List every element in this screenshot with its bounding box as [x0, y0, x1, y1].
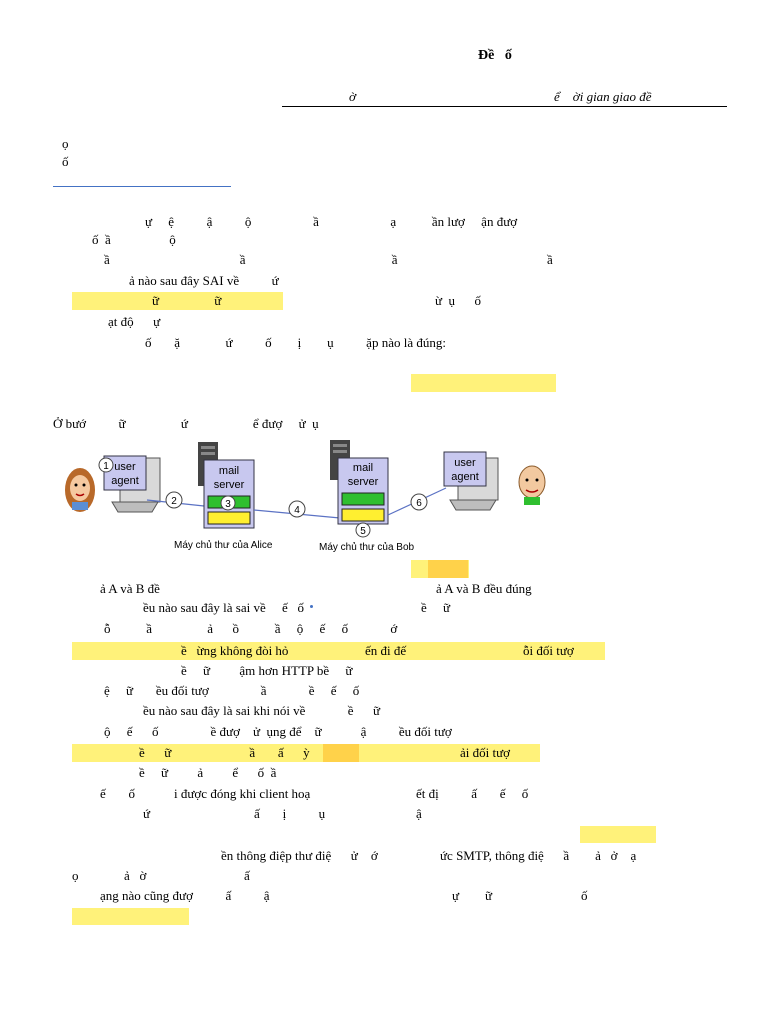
user-agent-left-label-2: agent	[111, 475, 139, 487]
text-line: ả nào sau đây SAI về ứ	[129, 273, 279, 288]
sender-person-icon	[65, 468, 95, 512]
text-line: ố ầ ộ	[92, 232, 176, 247]
user-agent-right-label-2: agent	[451, 471, 479, 483]
info-line-2: ố	[62, 154, 69, 169]
step-6: 6	[416, 498, 422, 509]
answer-highlight	[411, 374, 556, 392]
text-line: ữ ữ	[152, 293, 222, 308]
answer-highlight	[580, 826, 656, 843]
text-line: ức SMTP, thông điệ ầ ả ở ạ	[440, 848, 637, 863]
step-2: 2	[171, 496, 177, 507]
header-rule	[282, 106, 727, 107]
answer-highlight-inner	[428, 560, 468, 578]
answer-highlight-inner	[323, 744, 359, 762]
server-left-label-2: server	[214, 479, 245, 491]
text-line: ả A và B đều đúng	[436, 581, 532, 596]
document-title: Đề ố	[478, 48, 512, 63]
answer-highlight	[72, 292, 283, 310]
info-underline	[53, 186, 231, 187]
answer-highlight	[72, 744, 540, 762]
answer-highlight	[72, 642, 605, 660]
receiver-person-icon	[518, 465, 546, 505]
header-subtitle-right: ể ời gian giao đề	[554, 89, 652, 104]
blue-dot	[310, 605, 313, 608]
user-agent-left-label-1: user	[114, 461, 136, 473]
step-5: 5	[360, 526, 366, 537]
text-line: ền thông điệp thư điệ ử ớ	[221, 848, 378, 863]
server-left-label-1: mail	[219, 465, 239, 477]
text-line: ậ	[416, 806, 422, 821]
text-line: ỗi đối tượ	[523, 643, 574, 658]
info-line-1: ọ	[62, 136, 69, 151]
text-line: ệ ữ ều đối tượ ầ ề ế ố	[104, 683, 360, 698]
text-line: ộ ế ố ề đượ ử ụng để ữ ậ ều đối tượ	[104, 724, 452, 739]
text-line: ỗ ầ ả ồ ầ ộ ế ố ớ	[104, 621, 398, 636]
text-line: ố ặ ứ ố ị ụ ặp nào là đúng:	[145, 335, 446, 350]
text-line: ề ữ ậm hơn HTTP bề ữ	[181, 663, 353, 678]
text-line: ấ	[244, 868, 250, 883]
text-line: ầ ầ ầ ầ	[104, 252, 553, 267]
text-line: ố	[581, 888, 588, 903]
step-1: 1	[103, 461, 109, 472]
text-line: ề ừng không đòi hỏ	[181, 643, 289, 658]
step-3: 3	[225, 499, 231, 510]
header-subtitle-left: ờ	[349, 89, 356, 104]
caption-bob: Máy chủ thư của Bob	[319, 541, 415, 553]
text-line: ều nào sau đây là sai khi nói về ề ữ	[143, 703, 381, 718]
text-line: ều nào sau đây là sai về ế ố ề ữ	[143, 600, 451, 615]
answer-highlight	[72, 908, 189, 925]
text-line: ề ữ ầ ấ ỳ	[139, 745, 310, 760]
text-line: ến đi đế	[365, 643, 407, 658]
server-right-label-2: server	[348, 476, 379, 488]
text-line: ạng nào cũng đượ ấ ậ	[100, 888, 270, 903]
text-line: ế ố i được đóng khi client hoạ	[100, 786, 311, 801]
caption-alice: Máy chủ thư của Alice	[174, 539, 273, 551]
server-right-label-1: mail	[353, 462, 373, 474]
text-line: ứ ấ ị ụ	[143, 806, 326, 821]
text-line: ạt độ ự	[108, 314, 161, 329]
smtp-diagram: user agent 1 2 mail server 3 Máy chủ thư…	[65, 440, 546, 553]
text-line: ự ữ	[452, 888, 493, 903]
text-line: ọ ả ờ	[72, 868, 147, 883]
text-line: Ở bướ ữ ứ ể đượ ử ụ	[53, 416, 319, 431]
user-agent-right-label-1: user	[454, 457, 476, 469]
text-line: ết đị ấ ế ố	[416, 786, 529, 801]
text-line: ả A và B đề	[100, 581, 160, 596]
text-line: ự ệ ậ ộ ầ ạ ần lượ ận đượ	[145, 214, 518, 229]
text-line: ải đối tượ	[460, 745, 511, 760]
text-line: ề ữ ả ể ố ầ	[139, 765, 277, 780]
text-line: ừ ụ ố	[435, 293, 482, 308]
step-4: 4	[294, 505, 300, 516]
